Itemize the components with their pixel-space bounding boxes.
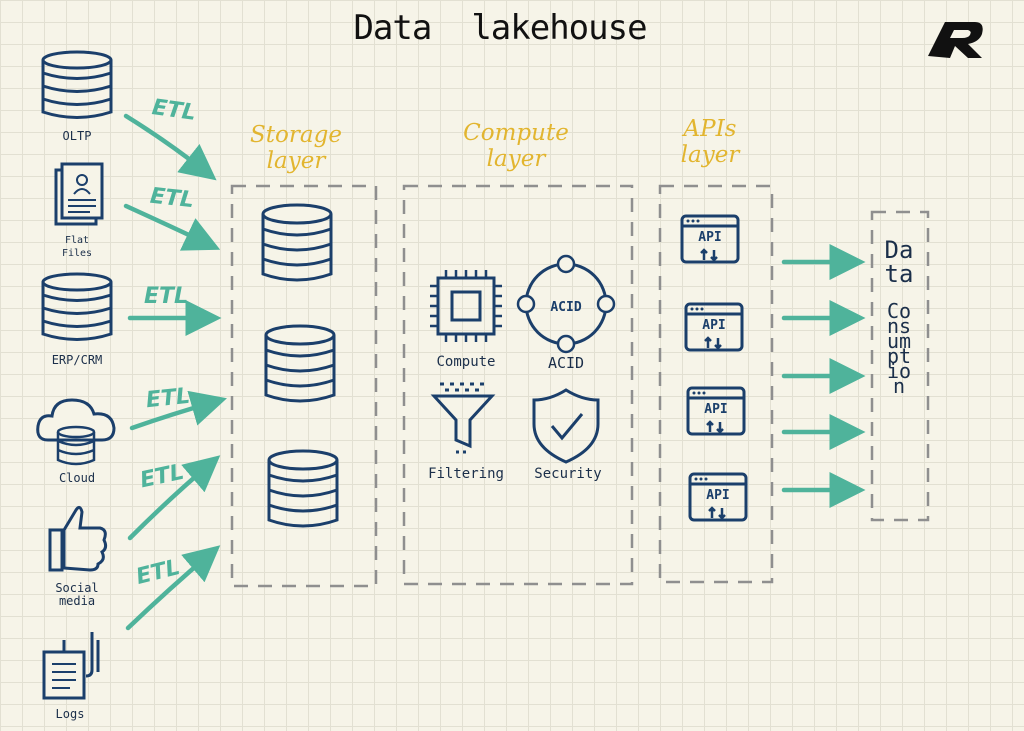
consumption-line-2: Consumption xyxy=(886,299,912,398)
api-3-label: API xyxy=(704,402,728,417)
storage-database-2-icon xyxy=(264,324,336,403)
page-title: Data lakehouse xyxy=(0,8,1000,48)
consumption-arrows xyxy=(781,244,866,508)
etl-arrows xyxy=(123,113,227,631)
acid-cycle-icon xyxy=(516,254,616,354)
api-4-label: API xyxy=(706,488,730,503)
source-logs-icon xyxy=(42,632,100,700)
consumption-label: Data Consumption xyxy=(884,236,914,398)
apis-layer-title: APIs layer xyxy=(680,116,740,168)
source-label-oltp: OLTP xyxy=(62,129,92,143)
consumption-line-1: Data xyxy=(884,236,914,288)
source-flat-files-icon xyxy=(54,162,104,226)
acid-inner-label: ACID xyxy=(550,300,582,315)
source-erp-crm-icon xyxy=(41,272,113,341)
etl-arrow-social xyxy=(127,455,221,541)
source-label-social-media: Social media xyxy=(55,581,99,608)
filtering-label: Filtering xyxy=(428,466,504,482)
etl-label-2: ETL xyxy=(148,183,196,214)
etl-arrow-cloud xyxy=(129,390,227,431)
source-oltp-icon xyxy=(41,50,113,119)
security-label: Security xyxy=(534,466,602,482)
title-part-1: Data xyxy=(353,8,432,48)
etl-label-4: ETL xyxy=(144,383,192,414)
brand-logo xyxy=(928,22,983,58)
storage-layer-title: Storage layer xyxy=(250,122,342,174)
title-part-2: lakehouse xyxy=(471,8,647,48)
etl-label-3: ETL xyxy=(144,284,189,309)
consumption-box xyxy=(870,210,930,522)
shield-check-icon xyxy=(532,388,600,464)
api-1-label: API xyxy=(698,230,722,245)
etl-arrow-flat-files xyxy=(123,203,221,251)
apis-layer-box xyxy=(658,184,774,584)
source-label-flat-files: Flat Files xyxy=(61,235,93,259)
source-label-logs: Logs xyxy=(55,707,85,721)
acid-label: ACID xyxy=(547,354,585,372)
etl-arrow-oltp xyxy=(123,113,217,181)
compute-layer-title: Compute layer xyxy=(463,120,569,172)
storage-layer-box xyxy=(230,184,378,588)
source-social-media-icon xyxy=(48,505,108,572)
cpu-chip-icon xyxy=(430,270,502,342)
source-label-cloud: Cloud xyxy=(58,471,96,485)
source-cloud-icon xyxy=(36,398,116,466)
api-2-label: API xyxy=(702,318,726,333)
storage-database-3-icon xyxy=(267,449,339,528)
compute-label: Compute xyxy=(436,354,496,370)
funnel-icon xyxy=(430,382,496,454)
source-label-erp-crm: ERP/CRM xyxy=(51,353,103,367)
compute-layer-box xyxy=(402,184,634,586)
etl-arrow-logs xyxy=(125,545,221,631)
storage-database-1-icon xyxy=(261,203,333,282)
